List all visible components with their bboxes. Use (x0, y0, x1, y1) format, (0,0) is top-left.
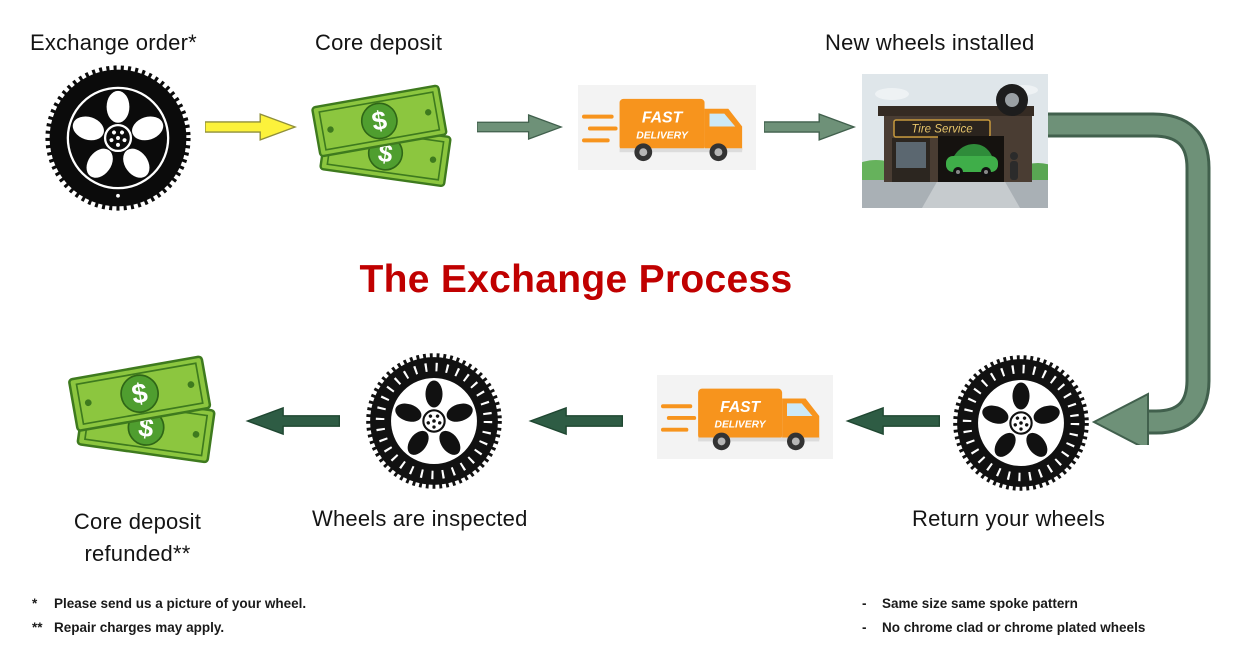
arrow-curved-down-icon (1048, 112, 1211, 445)
truck-text-fast: FAST (720, 399, 761, 416)
label-core-deposit-refunded-line2: refunded** (84, 541, 191, 566)
arrow-right-green-icon (764, 113, 856, 141)
label-core-deposit-refunded: Core deposit refunded** (40, 506, 235, 570)
delivery-truck-icon: FAST DELIVERY (657, 375, 833, 459)
truck-text-delivery: DELIVERY (715, 420, 767, 431)
footnote-marker: - (862, 596, 867, 611)
label-wheels-are-inspected: Wheels are inspected (312, 506, 528, 531)
label-exchange-order: Exchange order* (30, 30, 197, 55)
footnote-text: Repair charges may apply. (54, 620, 225, 635)
arrow-right-yellow-icon (205, 113, 297, 141)
footnotes-right: - Same size same spoke pattern - No chro… (862, 596, 1145, 644)
diagram-title: The Exchange Process (359, 258, 793, 301)
alloy-wheel-black-icon (45, 65, 191, 211)
footnote-marker: - (862, 620, 867, 635)
dollar-sign-front: $ (369, 105, 389, 137)
footnote-text: No chrome clad or chrome plated wheels (882, 620, 1146, 635)
footnote-item: - No chrome clad or chrome plated wheels (862, 620, 1145, 644)
footnote-marker: * (32, 596, 38, 611)
truck-text-fast: FAST (642, 110, 684, 127)
alloy-wheel-white-icon (953, 355, 1089, 491)
label-new-wheels-installed: New wheels installed (825, 30, 1035, 55)
dollar-sign-front: $ (129, 377, 150, 410)
tire-shop-icon: Tire Service (862, 74, 1048, 208)
label-core-deposit: Core deposit (315, 30, 443, 55)
footnotes-left: * Please send us a picture of your wheel… (32, 596, 306, 644)
arrow-left-dark-green-icon (845, 406, 940, 436)
money-bills-icon: $ $ (68, 355, 216, 464)
footnote-text: Please send us a picture of your wheel. (54, 596, 307, 611)
footnote-marker: ** (32, 620, 43, 635)
label-core-deposit-refunded-line1: Core deposit (73, 509, 202, 534)
footnote-item: * Please send us a picture of your wheel… (32, 596, 306, 620)
arrow-left-dark-green-icon (528, 406, 623, 436)
arrow-right-green-icon (477, 114, 563, 140)
shop-sign-text: Tire Service (911, 124, 972, 136)
footnote-item: - Same size same spoke pattern (862, 596, 1145, 620)
arrow-left-dark-green-icon (245, 406, 340, 436)
label-return-your-wheels: Return your wheels (912, 506, 1106, 531)
delivery-truck-icon: FAST DELIVERY (578, 85, 756, 170)
alloy-wheel-white-icon (366, 353, 502, 489)
money-bills-icon: $ $ (311, 84, 452, 188)
truck-text-delivery: DELIVERY (636, 130, 689, 141)
footnote-text: Same size same spoke pattern (882, 596, 1078, 611)
footnote-item: ** Repair charges may apply. (32, 620, 306, 644)
